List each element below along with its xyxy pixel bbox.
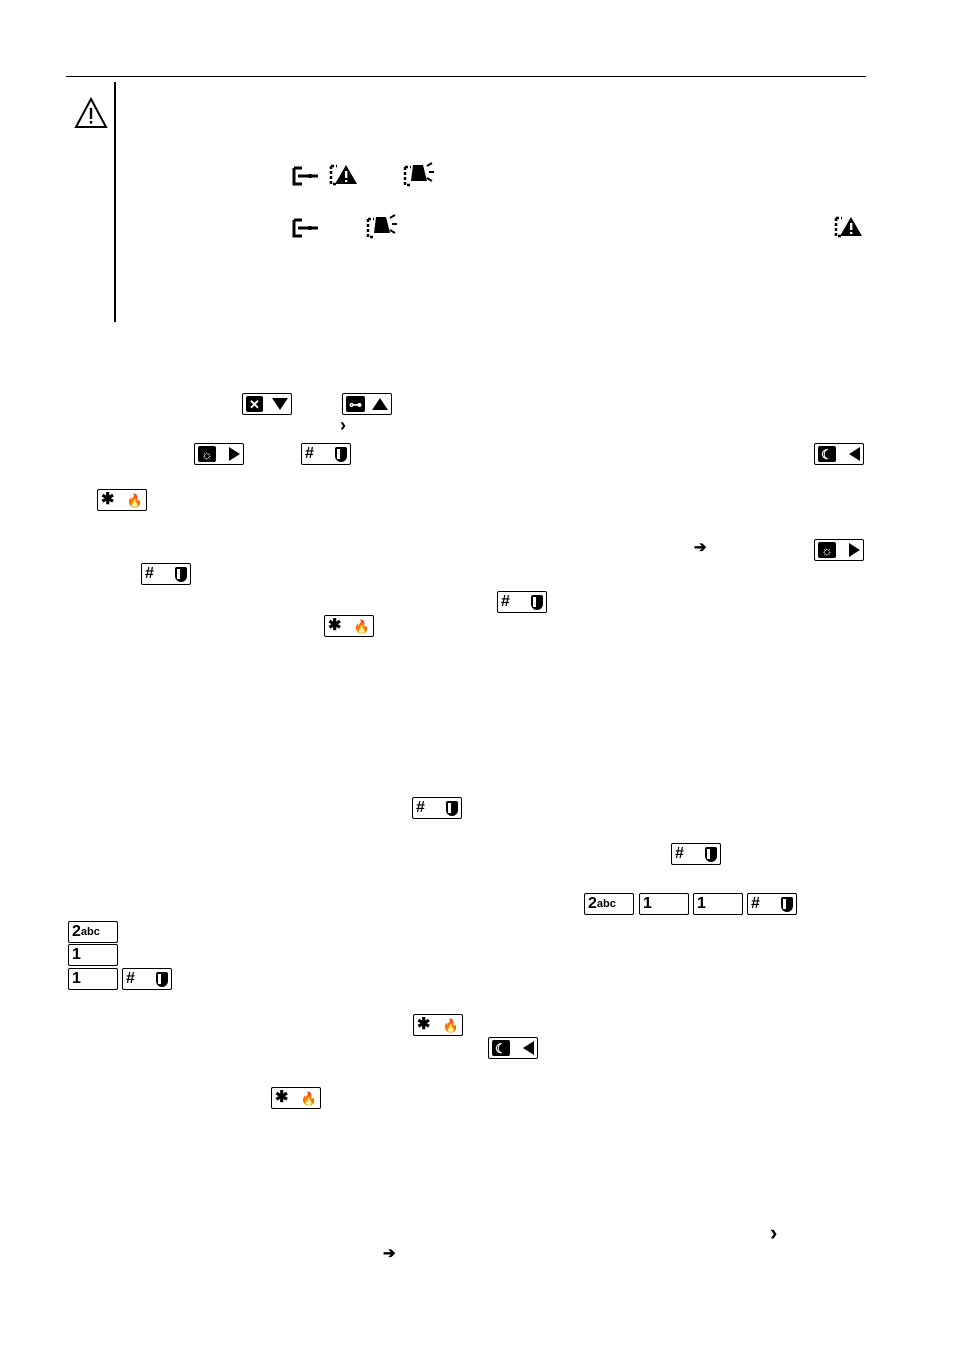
shield-icon <box>446 800 458 816</box>
shield-icon <box>335 446 347 462</box>
hash-symbol: # <box>305 445 314 462</box>
sun-right-key-2: ☼ <box>814 539 864 561</box>
hash-symbol: # <box>751 895 760 912</box>
star-key: ✱ 🔥 <box>97 489 147 511</box>
star-key-2: ✱ 🔥 <box>324 615 374 637</box>
arrow-right-icon-2: ➔ <box>383 1245 396 1262</box>
star-symbol: ✱ <box>275 1089 289 1106</box>
star-symbol: ✱ <box>101 491 115 508</box>
siren-icon <box>403 162 434 187</box>
star-key-3: ✱ 🔥 <box>413 1014 463 1036</box>
fault-icon <box>329 164 357 186</box>
chevron-right-icon: › <box>340 415 346 435</box>
note-margin-rule <box>114 82 116 322</box>
connector-icon-2 <box>292 218 318 238</box>
moon-left-key: ☾ <box>814 443 864 465</box>
fire-icon: 🔥 <box>126 492 143 508</box>
top-rule <box>66 76 866 77</box>
siren-icon-2 <box>366 214 397 239</box>
hash-key-3: # <box>497 591 547 613</box>
letters-abc: abc <box>80 925 100 938</box>
hash-key: # <box>301 443 351 465</box>
sun-symbol: ☼ <box>198 446 216 462</box>
hash-key-4: # <box>412 797 462 819</box>
star-symbol: ✱ <box>417 1016 431 1033</box>
hash-key-5: # <box>671 843 721 865</box>
connector-icon <box>292 166 318 186</box>
up-arrow-icon <box>372 398 388 410</box>
digit-1: 1 <box>697 895 706 912</box>
hash-symbol: # <box>126 970 135 987</box>
shield-icon <box>531 594 543 610</box>
star-key-4: ✱ 🔥 <box>271 1087 321 1109</box>
key-1-left-b: 1 <box>68 968 118 990</box>
moon-symbol: ☾ <box>492 1040 510 1056</box>
down-arrow-icon <box>272 398 288 410</box>
hash-symbol: # <box>145 565 154 582</box>
right-arrow-icon <box>849 543 860 557</box>
star-symbol: ✱ <box>328 617 342 634</box>
digit-1: 1 <box>72 946 81 963</box>
arrow-right-icon: ➔ <box>694 539 707 556</box>
hash-symbol: # <box>416 799 425 816</box>
fire-icon: 🔥 <box>442 1017 459 1033</box>
cancel-symbol: ✕ <box>246 396 263 412</box>
chevron-right-icon-2: › <box>770 1220 778 1245</box>
hash-symbol: # <box>501 593 510 610</box>
letters-abc: abc <box>596 897 616 910</box>
moon-left-key-2: ☾ <box>488 1037 538 1059</box>
fault-icon-2 <box>834 216 862 238</box>
key-1-b: 1 <box>693 893 743 915</box>
cancel-down-key: ✕ <box>242 393 292 415</box>
left-arrow-icon <box>523 1041 534 1055</box>
digit-1: 1 <box>72 970 81 987</box>
right-arrow-icon <box>229 447 240 461</box>
key-1-left: 1 <box>68 944 118 966</box>
hash-key-2: # <box>141 563 191 585</box>
sun-right-key: ☼ <box>194 443 244 465</box>
digit-2: 2 <box>72 923 81 940</box>
shield-icon <box>781 896 793 912</box>
fire-icon: 🔥 <box>353 618 370 634</box>
hash-key-7: # <box>122 968 172 990</box>
key-up-key: ⊶ <box>342 393 392 415</box>
warning-icon <box>74 96 108 128</box>
sun-symbol: ☼ <box>818 542 836 558</box>
key-1: 1 <box>639 893 689 915</box>
hash-key-6: # <box>747 893 797 915</box>
digit-1: 1 <box>643 895 652 912</box>
left-arrow-icon <box>849 447 860 461</box>
hash-symbol: # <box>675 845 684 862</box>
shield-icon <box>156 971 168 987</box>
shield-icon <box>705 846 717 862</box>
moon-symbol: ☾ <box>818 446 836 462</box>
fire-icon: 🔥 <box>300 1090 317 1106</box>
key-symbol: ⊶ <box>346 396 365 412</box>
digit-2: 2 <box>588 895 597 912</box>
shield-icon <box>175 566 187 582</box>
